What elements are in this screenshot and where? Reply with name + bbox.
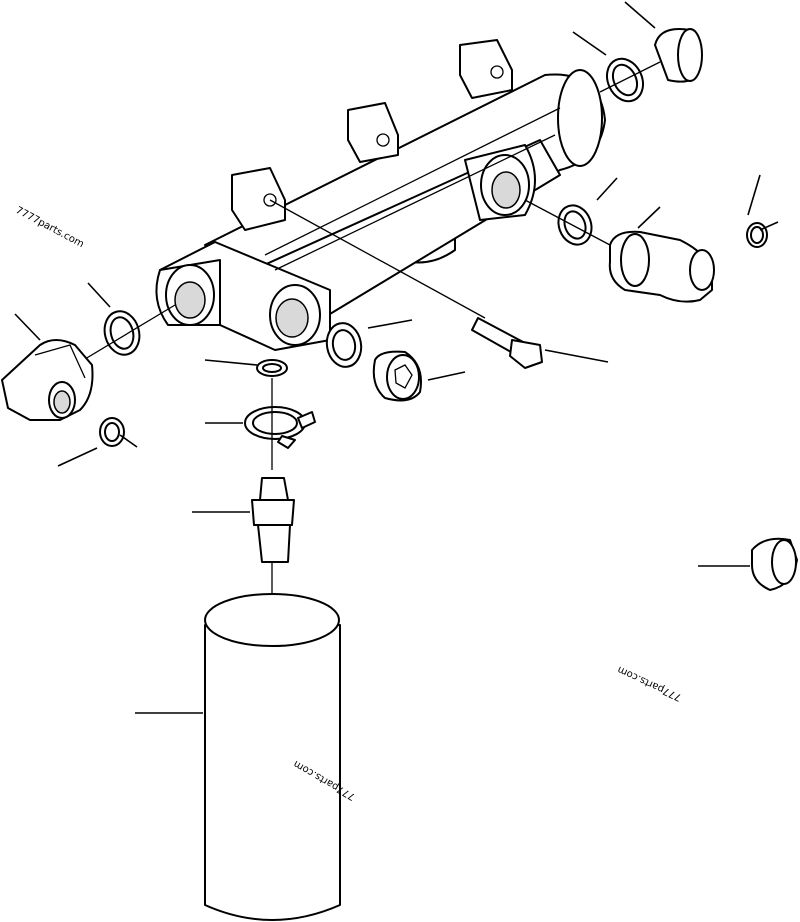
left-elbow-fitting bbox=[1, 313, 94, 421]
center-o-ring bbox=[204, 359, 288, 377]
top-right-plug bbox=[624, 1, 703, 83]
top-right-o-ring bbox=[572, 31, 661, 103]
left-o-ring bbox=[69, 282, 176, 369]
retaining-clip bbox=[205, 406, 316, 449]
filter-head-manifold bbox=[155, 39, 606, 351]
left-small-o-ring bbox=[57, 417, 138, 467]
far-right-o-ring bbox=[746, 174, 779, 248]
center-stud-fitting bbox=[192, 378, 295, 625]
front-o-ring bbox=[325, 319, 413, 368]
right-o-ring bbox=[524, 177, 618, 246]
mounting-bolt bbox=[269, 199, 609, 369]
watermark-top-left: 7777parts.com bbox=[14, 205, 86, 250]
oil-filter-cartridge bbox=[135, 593, 341, 921]
watermark-right: 777parts.com bbox=[616, 664, 683, 703]
end-cap bbox=[698, 537, 798, 591]
front-hex-plug bbox=[372, 350, 466, 402]
right-elbow-fitting bbox=[608, 206, 715, 303]
